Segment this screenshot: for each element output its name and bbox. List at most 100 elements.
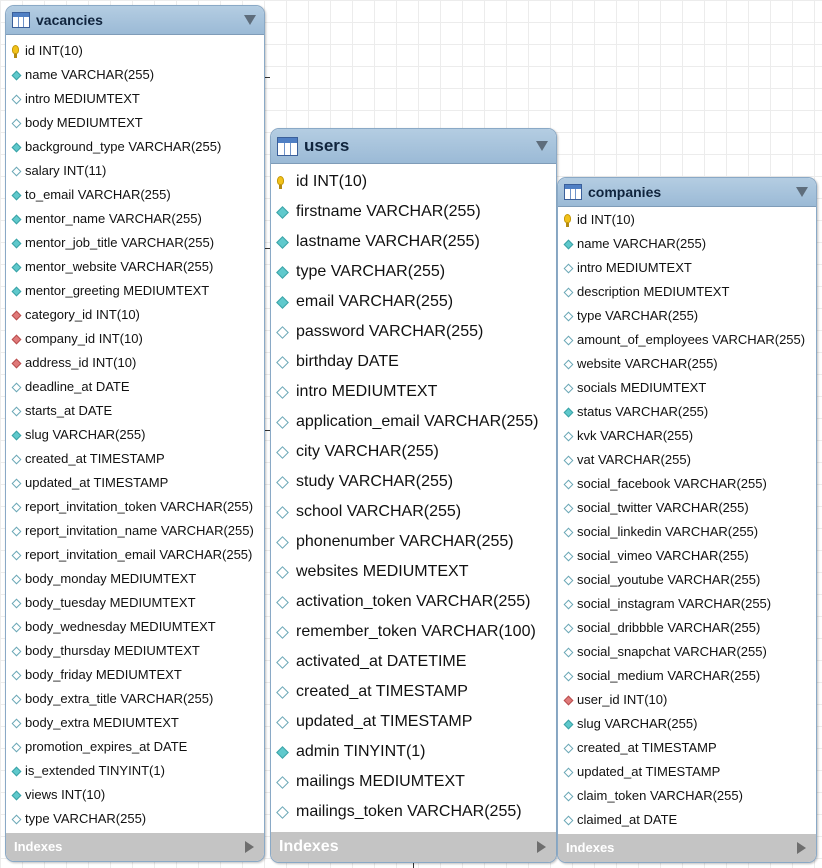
column-row[interactable]: mentor_name VARCHAR(255) [6,207,264,231]
column-row[interactable]: mailings MEDIUMTEXT [271,767,556,797]
indexes-section[interactable]: Indexes [271,832,556,862]
column-row[interactable]: background_type VARCHAR(255) [6,135,264,159]
column-row[interactable]: updated_at TIMESTAMP [271,707,556,737]
column-row[interactable]: updated_at TIMESTAMP [6,471,264,495]
table-vacancies[interactable]: vacancies id INT(10)name VARCHAR(255)intr… [5,5,265,862]
column-row[interactable]: lastname VARCHAR(255) [271,227,556,257]
column-row[interactable]: body_extra_title VARCHAR(255) [6,687,264,711]
column-row[interactable]: salary INT(11) [6,159,264,183]
column-row[interactable]: admin TINYINT(1) [271,737,556,767]
column-label: remember_token VARCHAR(100) [296,623,536,640]
column-row[interactable]: is_extended TINYINT(1) [6,759,264,783]
column-row[interactable]: id INT(10) [271,167,556,197]
column-row[interactable]: social_dribbble VARCHAR(255) [558,616,816,640]
column-row[interactable]: mentor_website VARCHAR(255) [6,255,264,279]
table-header[interactable]: companies [558,178,816,207]
column-row[interactable]: social_instagram VARCHAR(255) [558,592,816,616]
column-row[interactable]: mentor_greeting MEDIUMTEXT [6,279,264,303]
column-row[interactable]: activation_token VARCHAR(255) [271,587,556,617]
column-row[interactable]: amount_of_employees VARCHAR(255) [558,328,816,352]
column-row[interactable]: mentor_job_title VARCHAR(255) [6,231,264,255]
column-row[interactable]: social_medium VARCHAR(255) [558,664,816,688]
column-label: social_youtube VARCHAR(255) [577,572,761,587]
column-row[interactable]: slug VARCHAR(255) [6,423,264,447]
column-row[interactable]: type VARCHAR(255) [271,257,556,287]
expand-arrow-icon[interactable] [797,842,806,854]
column-row[interactable]: socials MEDIUMTEXT [558,376,816,400]
column-row[interactable]: body_wednesday MEDIUMTEXT [6,615,264,639]
column-row[interactable]: slug VARCHAR(255) [558,712,816,736]
column-row[interactable]: report_invitation_name VARCHAR(255) [6,519,264,543]
column-row[interactable]: claim_token VARCHAR(255) [558,784,816,808]
column-row[interactable]: body_monday MEDIUMTEXT [6,567,264,591]
column-row[interactable]: social_facebook VARCHAR(255) [558,472,816,496]
column-row[interactable]: body_extra MEDIUMTEXT [6,711,264,735]
column-row[interactable]: id INT(10) [558,208,816,232]
column-row[interactable]: body_thursday MEDIUMTEXT [6,639,264,663]
column-row[interactable]: school VARCHAR(255) [271,497,556,527]
column-row[interactable]: kvk VARCHAR(255) [558,424,816,448]
column-row[interactable]: views INT(10) [6,783,264,807]
not-null-column-icon [563,719,574,730]
column-row[interactable]: website VARCHAR(255) [558,352,816,376]
column-row[interactable]: phonenumber VARCHAR(255) [271,527,556,557]
column-row[interactable]: mailings_token VARCHAR(255) [271,797,556,827]
column-row[interactable]: deadline_at DATE [6,375,264,399]
column-row[interactable]: to_email VARCHAR(255) [6,183,264,207]
column-row[interactable]: body MEDIUMTEXT [6,111,264,135]
column-row[interactable]: promotion_expires_at DATE [6,735,264,759]
column-row[interactable]: user_id INT(10) [558,688,816,712]
column-row[interactable]: social_vimeo VARCHAR(255) [558,544,816,568]
expand-arrow-icon[interactable] [245,841,254,853]
column-row[interactable]: type VARCHAR(255) [558,304,816,328]
column-row[interactable]: created_at TIMESTAMP [271,677,556,707]
column-row[interactable]: intro MEDIUMTEXT [558,256,816,280]
column-row[interactable]: intro MEDIUMTEXT [271,377,556,407]
expand-arrow-icon[interactable] [537,841,546,853]
column-row[interactable]: vat VARCHAR(255) [558,448,816,472]
column-row[interactable]: social_snapchat VARCHAR(255) [558,640,816,664]
column-row[interactable]: claimed_at DATE [558,808,816,832]
collapse-arrow-icon[interactable] [536,141,548,151]
column-row[interactable]: social_linkedin VARCHAR(255) [558,520,816,544]
column-row[interactable]: activated_at DATETIME [271,647,556,677]
column-row[interactable]: category_id INT(10) [6,303,264,327]
column-row[interactable]: social_twitter VARCHAR(255) [558,496,816,520]
column-row[interactable]: name VARCHAR(255) [6,63,264,87]
table-header[interactable]: users [271,129,556,164]
table-header[interactable]: vacancies [6,6,264,35]
column-row[interactable]: report_invitation_email VARCHAR(255) [6,543,264,567]
column-row[interactable]: firstname VARCHAR(255) [271,197,556,227]
column-row[interactable]: birthday DATE [271,347,556,377]
indexes-section[interactable]: Indexes [558,834,816,862]
column-row[interactable]: name VARCHAR(255) [558,232,816,256]
column-row[interactable]: remember_token VARCHAR(100) [271,617,556,647]
column-row[interactable]: social_youtube VARCHAR(255) [558,568,816,592]
column-row[interactable]: address_id INT(10) [6,351,264,375]
column-row[interactable]: city VARCHAR(255) [271,437,556,467]
column-row[interactable]: type VARCHAR(255) [6,807,264,831]
indexes-label: Indexes [279,838,339,855]
column-row[interactable]: email VARCHAR(255) [271,287,556,317]
column-row[interactable]: websites MEDIUMTEXT [271,557,556,587]
column-row[interactable]: created_at TIMESTAMP [6,447,264,471]
collapse-arrow-icon[interactable] [244,15,256,25]
column-row[interactable]: intro MEDIUMTEXT [6,87,264,111]
column-row[interactable]: description MEDIUMTEXT [558,280,816,304]
column-row[interactable]: body_tuesday MEDIUMTEXT [6,591,264,615]
indexes-section[interactable]: Indexes [6,833,264,861]
column-row[interactable]: updated_at TIMESTAMP [558,760,816,784]
column-row[interactable]: report_invitation_token VARCHAR(255) [6,495,264,519]
collapse-arrow-icon[interactable] [796,187,808,197]
column-row[interactable]: study VARCHAR(255) [271,467,556,497]
column-row[interactable]: password VARCHAR(255) [271,317,556,347]
column-row[interactable]: status VARCHAR(255) [558,400,816,424]
column-row[interactable]: id INT(10) [6,39,264,63]
column-row[interactable]: application_email VARCHAR(255) [271,407,556,437]
column-row[interactable]: body_friday MEDIUMTEXT [6,663,264,687]
column-row[interactable]: starts_at DATE [6,399,264,423]
column-row[interactable]: created_at TIMESTAMP [558,736,816,760]
column-row[interactable]: company_id INT(10) [6,327,264,351]
